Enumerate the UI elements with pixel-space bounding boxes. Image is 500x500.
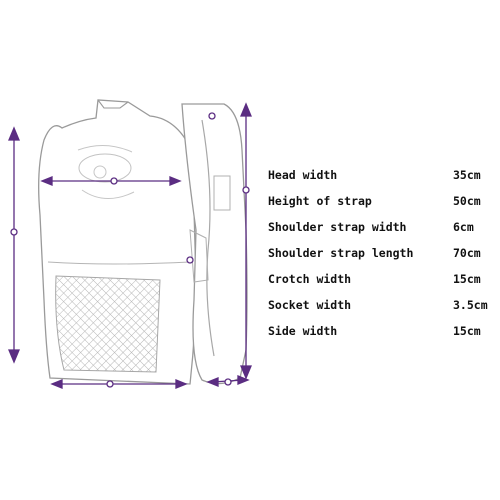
spec-value: 50cm — [453, 194, 481, 208]
mesh-pocket — [55, 275, 161, 373]
socket-marker-dot — [186, 256, 194, 264]
strap-marker-dot — [208, 112, 216, 120]
spec-row-crotch-width: Crotch width 15cm — [268, 266, 494, 292]
strap-buckle — [213, 175, 231, 211]
strap-height-arrow — [240, 102, 252, 380]
spec-label: Crotch width — [268, 272, 352, 286]
backpack-collar — [97, 99, 129, 109]
spec-row-side-width: Side width 15cm — [268, 318, 494, 344]
spec-row-shoulder-strap-length: Shoulder strap length 70cm — [268, 240, 494, 266]
spec-row-shoulder-strap-width: Shoulder strap width 6cm — [268, 214, 494, 240]
spec-value: 70cm — [453, 246, 481, 260]
spec-label: Shoulder strap width — [268, 220, 407, 234]
bottom-width-arrow — [50, 379, 188, 389]
shoulder-strap — [201, 119, 215, 357]
side-width-arrow — [206, 375, 250, 387]
spec-label: Height of strap — [268, 194, 372, 208]
height-arrow — [8, 126, 20, 364]
spec-label: Socket width — [268, 298, 352, 312]
spec-table: Head width 35cm Height of strap 50cm Sho… — [268, 162, 494, 344]
spec-value: 6cm — [453, 220, 474, 234]
spec-label: Head width — [268, 168, 338, 182]
spec-row-head-width: Head width 35cm — [268, 162, 494, 188]
zipper-line — [47, 261, 191, 265]
spec-value: 15cm — [453, 324, 481, 338]
head-width-arrow — [40, 176, 182, 186]
side-pocket — [189, 229, 209, 283]
spec-row-height-of-strap: Height of strap 50cm — [268, 188, 494, 214]
spec-value: 15cm — [453, 272, 481, 286]
spec-label: Side width — [268, 324, 338, 338]
spec-value: 35cm — [453, 168, 481, 182]
logo-emblem — [77, 145, 135, 199]
spec-value: 3.5cm — [453, 298, 488, 312]
spec-row-socket-width: Socket width 3.5cm — [268, 292, 494, 318]
spec-label: Shoulder strap length — [268, 246, 414, 260]
